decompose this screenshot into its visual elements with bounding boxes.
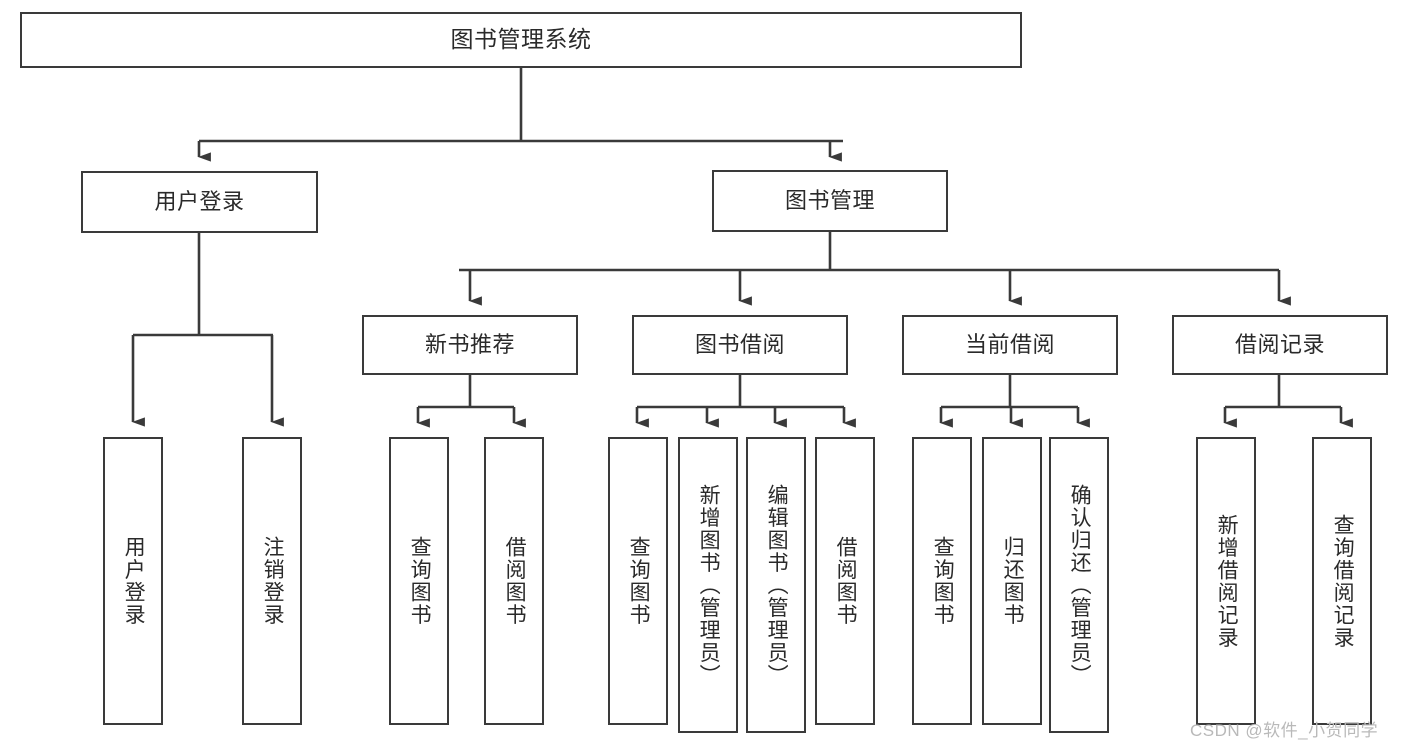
- node-leaf-11[interactable]: 新增借阅记录: [1196, 437, 1256, 725]
- node-leaf-9[interactable]: 归还图书: [982, 437, 1042, 725]
- node-level3-0-label: 新书推荐: [424, 331, 515, 357]
- node-level3-3[interactable]: 借阅记录: [1172, 315, 1388, 375]
- node-level3-1-label: 图书借阅: [694, 331, 785, 357]
- node-level2-0[interactable]: 用户登录: [81, 171, 318, 233]
- node-leaf-12-label: 查询借阅记录: [1331, 513, 1355, 649]
- node-level2-1[interactable]: 图书管理: [712, 170, 948, 232]
- node-leaf-5[interactable]: 新增图书（管理员）: [678, 437, 738, 733]
- node-leaf-7[interactable]: 借阅图书: [815, 437, 875, 725]
- node-leaf-3[interactable]: 借阅图书: [484, 437, 544, 725]
- node-leaf-8[interactable]: 查询图书: [912, 437, 972, 725]
- node-leaf-10[interactable]: 确认归还（管理员）: [1049, 437, 1109, 733]
- node-leaf-2[interactable]: 查询图书: [389, 437, 449, 725]
- node-leaf-1-label: 注销登录: [261, 536, 285, 626]
- node-level2-1-label: 图书管理: [784, 187, 875, 213]
- node-leaf-7-label: 借阅图书: [834, 536, 858, 626]
- node-leaf-6[interactable]: 编辑图书（管理员）: [746, 437, 806, 733]
- node-level3-1[interactable]: 图书借阅: [632, 315, 848, 375]
- node-leaf-0[interactable]: 用户登录: [103, 437, 163, 725]
- node-level3-2[interactable]: 当前借阅: [902, 315, 1118, 375]
- node-leaf-11-label: 新增借阅记录: [1215, 513, 1239, 649]
- node-leaf-12[interactable]: 查询借阅记录: [1312, 437, 1372, 725]
- node-level3-2-label: 当前借阅: [964, 331, 1055, 357]
- node-leaf-1[interactable]: 注销登录: [242, 437, 302, 725]
- node-level3-0[interactable]: 新书推荐: [362, 315, 578, 375]
- node-leaf-3-label: 借阅图书: [503, 536, 527, 626]
- node-leaf-0-label: 用户登录: [122, 536, 146, 626]
- node-leaf-10-label: 确认归还（管理员）: [1068, 483, 1092, 687]
- node-leaf-6-label: 编辑图书（管理员）: [765, 483, 789, 687]
- node-leaf-8-label: 查询图书: [931, 536, 955, 626]
- node-root[interactable]: 图书管理系统: [20, 12, 1022, 68]
- node-leaf-5-label: 新增图书（管理员）: [697, 483, 721, 687]
- node-level2-0-label: 用户登录: [154, 188, 245, 214]
- node-level3-3-label: 借阅记录: [1234, 331, 1325, 357]
- node-leaf-4-label: 查询图书: [627, 536, 651, 626]
- node-leaf-4[interactable]: 查询图书: [608, 437, 668, 725]
- node-root-label: 图书管理系统: [450, 26, 592, 53]
- node-leaf-9-label: 归还图书: [1001, 536, 1025, 626]
- node-leaf-2-label: 查询图书: [408, 536, 432, 626]
